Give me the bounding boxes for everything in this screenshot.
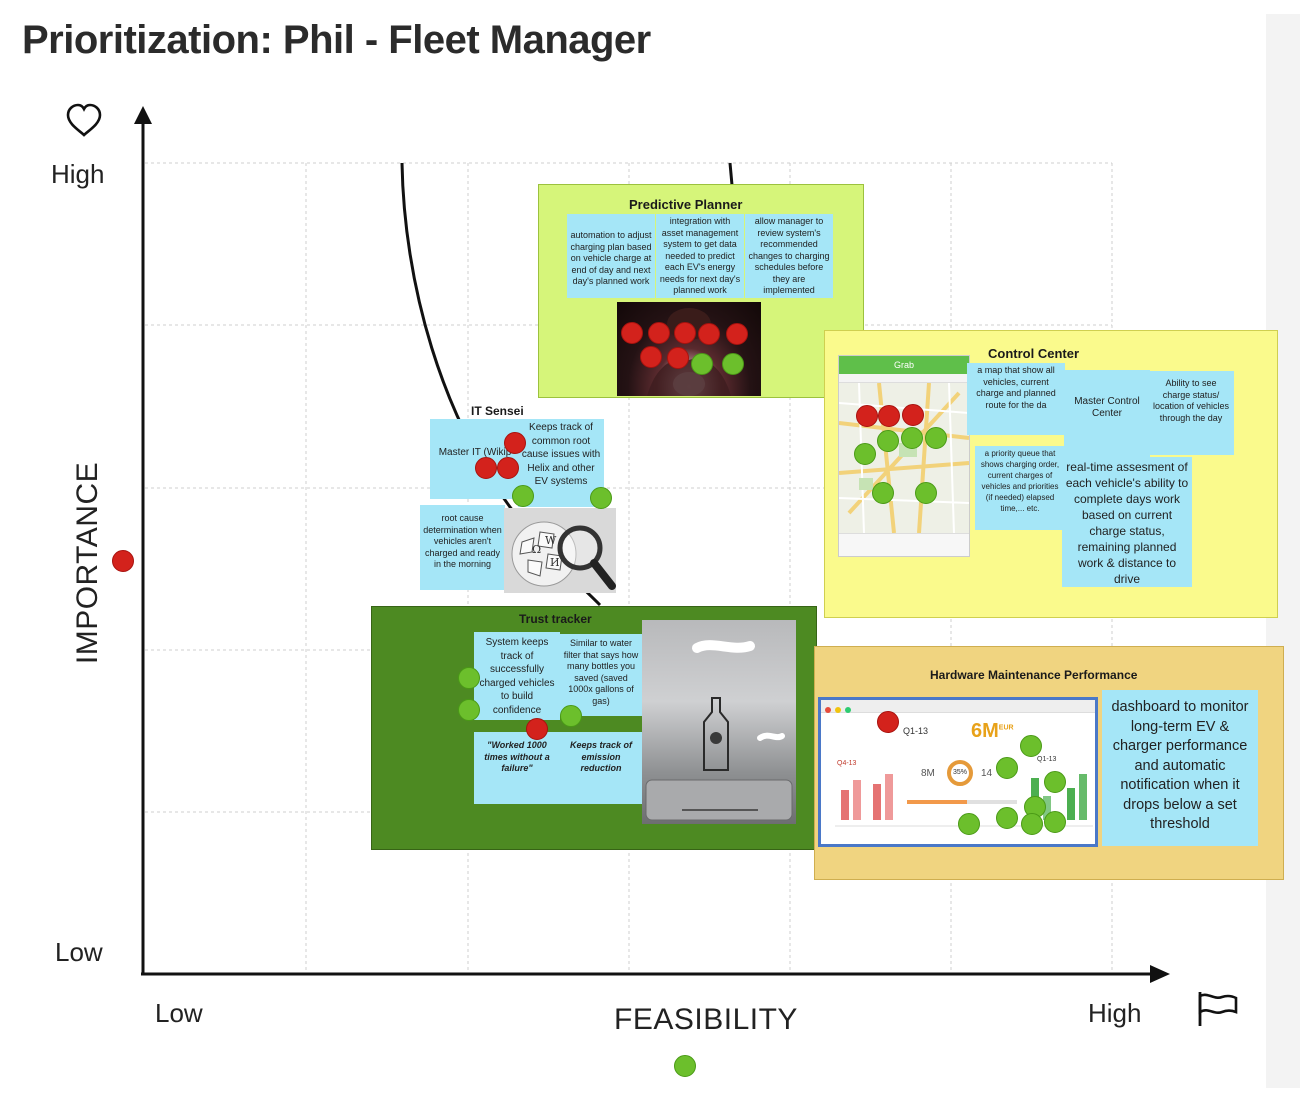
dashboard-toolbar: [821, 700, 1095, 713]
vote-dot-green[interactable]: [996, 807, 1018, 829]
vote-dot-green[interactable]: [674, 1055, 696, 1077]
dashboard-period: Q1-13: [903, 726, 929, 736]
magnifier-icon: Ω W И: [511, 521, 616, 590]
vote-dot-red[interactable]: [878, 405, 900, 427]
page-title: Prioritization: Phil - Fleet Manager: [22, 18, 651, 62]
note-trust-3[interactable]: "Worked 1000 times without a failure": [474, 732, 560, 804]
vote-dot-green[interactable]: [722, 353, 744, 375]
vote-dot-red[interactable]: [902, 404, 924, 426]
hardware-maintenance-title: Hardware Maintenance Performance: [930, 668, 1138, 682]
vote-dot-red[interactable]: [621, 322, 643, 344]
predictive-planner-title: Predictive Planner: [629, 197, 743, 212]
dashboard-side-period: Q1-13: [1037, 756, 1057, 763]
note-control-3[interactable]: Ability to see charge status/ location o…: [1148, 371, 1234, 455]
vote-dot-green[interactable]: [458, 667, 480, 689]
vote-dot-green[interactable]: [590, 487, 612, 509]
it-sensei-title: IT Sensei: [471, 404, 524, 418]
svg-text:И: И: [550, 556, 560, 569]
trust-tracker-title: Trust tracker: [519, 612, 592, 626]
vote-dot-green[interactable]: [996, 757, 1018, 779]
note-control-2[interactable]: Master Control Center: [1064, 370, 1150, 460]
vote-dot-green[interactable]: [1044, 771, 1066, 793]
note-control-4[interactable]: a priority queue that shows charging ord…: [975, 446, 1065, 530]
dashboard-small-value: 14: [981, 768, 993, 779]
crystal-ball-icon: [647, 308, 731, 396]
svg-text:W: W: [545, 534, 557, 547]
flag-icon: [1198, 992, 1238, 1026]
vote-dot-green[interactable]: [1021, 813, 1043, 835]
vote-dot-red[interactable]: [726, 323, 748, 345]
vote-dot-green[interactable]: [925, 427, 947, 449]
map-app-header: Grab: [839, 356, 969, 374]
vote-dot-red[interactable]: [112, 550, 134, 572]
vote-dot-green[interactable]: [512, 485, 534, 507]
note-control-5[interactable]: real-time assesment of each vehicle's ab…: [1062, 457, 1192, 587]
priority-curve-right: [728, 162, 734, 186]
dashboard-gauge: 35%: [947, 760, 973, 786]
map-app-tabbar: [839, 533, 969, 556]
vote-dot-red[interactable]: [526, 718, 548, 740]
vote-dot-green[interactable]: [691, 353, 713, 375]
dashboard-left-value: Q4-13: [837, 760, 857, 767]
note-predictive-3[interactable]: allow manager to review system's recomme…: [745, 214, 833, 298]
vote-dot-red[interactable]: [640, 346, 662, 368]
x-axis: [141, 965, 1170, 983]
vote-dot-green[interactable]: [877, 430, 899, 452]
map-app-searchbar: [839, 374, 969, 383]
vote-dot-red[interactable]: [674, 322, 696, 344]
y-axis-label: IMPORTANCE: [71, 461, 104, 665]
vote-dot-green[interactable]: [854, 443, 876, 465]
vote-dot-green[interactable]: [958, 813, 980, 835]
vote-dot-red[interactable]: [497, 457, 519, 479]
bottle-icon: [645, 640, 793, 821]
y-axis: [134, 106, 152, 975]
note-control-1[interactable]: a map that show all vehicles, current ch…: [967, 363, 1065, 435]
vote-dot-red[interactable]: [877, 711, 899, 733]
water-fountain-image: [642, 620, 796, 824]
vote-dot-red[interactable]: [856, 405, 878, 427]
x-axis-label: FEASIBILITY: [614, 1003, 798, 1036]
vote-dot-green[interactable]: [901, 427, 923, 449]
vote-dot-green[interactable]: [1020, 735, 1042, 757]
note-predictive-1[interactable]: automation to adjust charging plan based…: [567, 214, 655, 298]
vote-dot-green[interactable]: [458, 699, 480, 721]
vote-dot-green[interactable]: [872, 482, 894, 504]
note-it-sensei-3[interactable]: root cause determination when vehicles a…: [420, 505, 505, 590]
vote-dot-red[interactable]: [648, 322, 670, 344]
note-trust-2[interactable]: Similar to water filter that says how ma…: [559, 634, 643, 716]
vote-dot-green[interactable]: [1044, 811, 1066, 833]
fortune-teller-image: [617, 302, 761, 396]
vote-dot-red[interactable]: [504, 432, 526, 454]
heart-icon: [66, 103, 102, 137]
control-center-title: Control Center: [988, 346, 1079, 361]
x-high-label: High: [1088, 998, 1142, 1028]
y-high-label: High: [51, 159, 105, 189]
svg-text:Ω: Ω: [532, 543, 541, 556]
vote-dot-red[interactable]: [475, 457, 497, 479]
note-trust-4[interactable]: Keeps track of emission reduction: [559, 732, 643, 804]
vote-dot-green[interactable]: [915, 482, 937, 504]
note-trust-1[interactable]: System keeps track of successfully charg…: [474, 632, 560, 720]
y-low-label: Low: [55, 937, 103, 967]
vote-dot-red[interactable]: [667, 347, 689, 369]
note-hardware-1[interactable]: dashboard to monitor long-term EV & char…: [1102, 690, 1258, 846]
dashboard-kpi: 6MEUR: [971, 720, 1014, 742]
wikipedia-globe-image: Ω W И: [504, 508, 616, 593]
vote-dot-red[interactable]: [698, 323, 720, 345]
note-predictive-2[interactable]: integration with asset management system…: [656, 214, 744, 298]
dashboard-mid-value: 8M: [921, 768, 935, 779]
x-low-label: Low: [155, 998, 203, 1028]
vote-dot-green[interactable]: [560, 705, 582, 727]
